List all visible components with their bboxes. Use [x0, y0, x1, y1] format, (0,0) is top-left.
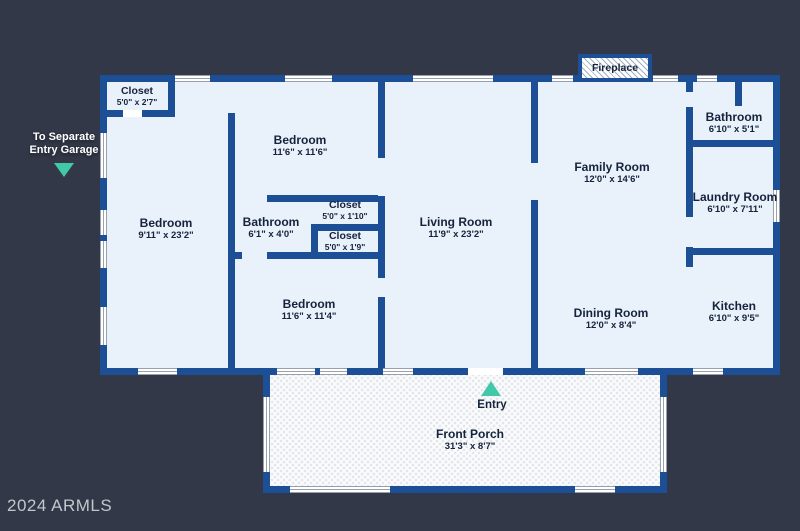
- wall-living-left-upper: [378, 82, 385, 158]
- room-label-closet-lower: Closet 5'0" x 1'9": [324, 230, 366, 253]
- room-label-living-room: Living Room 11'9" x 23'2": [419, 215, 493, 240]
- wall-closet-tl-right: [168, 82, 175, 110]
- wall-bathroom-right-bottom: [686, 140, 780, 147]
- entry-label: Entry: [477, 399, 507, 411]
- room-label-closet-tl: Closet 5'0" x 2'7": [116, 85, 158, 108]
- wall-bedroom-left-divider: [228, 113, 235, 368]
- garage-note: To Separate Entry Garage: [29, 131, 99, 156]
- watermark: 2024 ARMLS: [7, 496, 113, 515]
- wall-family-right-stub: [686, 82, 693, 92]
- room-label-closet-upper: Closet 5'0" x 1'10": [322, 199, 368, 222]
- wall-living-right-upper: [531, 82, 538, 163]
- wall-closet-tl-bottom-a: [107, 110, 123, 117]
- fireplace-hatch: Fireplace: [582, 58, 648, 78]
- wall-laundry-kitchen-divider: [686, 248, 780, 255]
- window: [653, 75, 678, 82]
- wall-outer-bottom: [100, 368, 780, 375]
- room-label-front-porch: Front Porch 31'3" x 8'7": [436, 427, 504, 452]
- room-label-bedroom-top: Bedroom 11'6" x 11'6": [272, 133, 328, 158]
- window: [290, 486, 390, 493]
- window: [693, 368, 723, 375]
- window: [277, 368, 315, 375]
- window: [773, 190, 780, 222]
- fireplace-label: Fireplace: [591, 62, 639, 74]
- wall-living-right-lower: [531, 200, 538, 368]
- room-label-laundry-room: Laundry Room 6'10" x 7'11": [692, 190, 778, 215]
- wall-living-left-lower: [378, 297, 385, 368]
- room-label-bathroom-mid: Bathroom 6'1" x 4'0": [242, 215, 300, 240]
- window: [413, 75, 493, 82]
- window: [138, 368, 177, 375]
- closet-door-opening: [123, 110, 142, 117]
- window: [697, 75, 717, 82]
- porch-floor: [263, 375, 667, 493]
- window: [263, 397, 270, 472]
- window: [585, 368, 638, 375]
- wall-closets-left: [311, 224, 318, 259]
- wall-bathroom-right-stub: [735, 82, 742, 106]
- entry-arrow-icon: [481, 381, 501, 396]
- window: [320, 368, 347, 375]
- window: [100, 210, 107, 235]
- wall-porch-bottom: [263, 486, 667, 493]
- window: [552, 75, 573, 82]
- house-interior: [100, 75, 780, 375]
- wall-laundry-left-lower: [686, 247, 693, 267]
- fireplace: Fireplace: [578, 54, 652, 82]
- room-label-kitchen: Kitchen 6'10" x 9'5": [708, 299, 760, 324]
- window: [100, 133, 107, 178]
- window: [100, 307, 107, 345]
- wall-bathroom-mid-bottom-b: [267, 252, 378, 259]
- window: [383, 368, 413, 375]
- front-door-opening: [468, 368, 503, 375]
- room-label-dining-room: Dining Room 12'0" x 8'4": [573, 306, 649, 331]
- wall-living-left-mid: [378, 196, 385, 278]
- wall-closets-divider: [311, 224, 378, 231]
- window: [175, 75, 210, 82]
- wall-bathroom-mid-top: [267, 195, 378, 202]
- window: [575, 486, 615, 493]
- window: [285, 75, 332, 82]
- room-label-bedroom-left: Bedroom 9'11" x 23'2": [138, 216, 194, 241]
- wall-family-right-mid: [686, 107, 693, 217]
- room-label-family-room: Family Room 12'0" x 14'6": [574, 160, 650, 185]
- room-label-bedroom-bottom: Bedroom 11'6" x 11'4": [281, 297, 337, 322]
- wall-outer-right: [773, 75, 780, 375]
- window: [660, 397, 667, 472]
- wall-closet-tl-bottom-b: [142, 110, 175, 117]
- window: [100, 241, 107, 268]
- room-label-bathroom-right: Bathroom 6'10" x 5'1": [705, 110, 763, 135]
- wall-bathroom-mid-bottom-a: [228, 252, 242, 259]
- garage-arrow-icon: [54, 163, 74, 177]
